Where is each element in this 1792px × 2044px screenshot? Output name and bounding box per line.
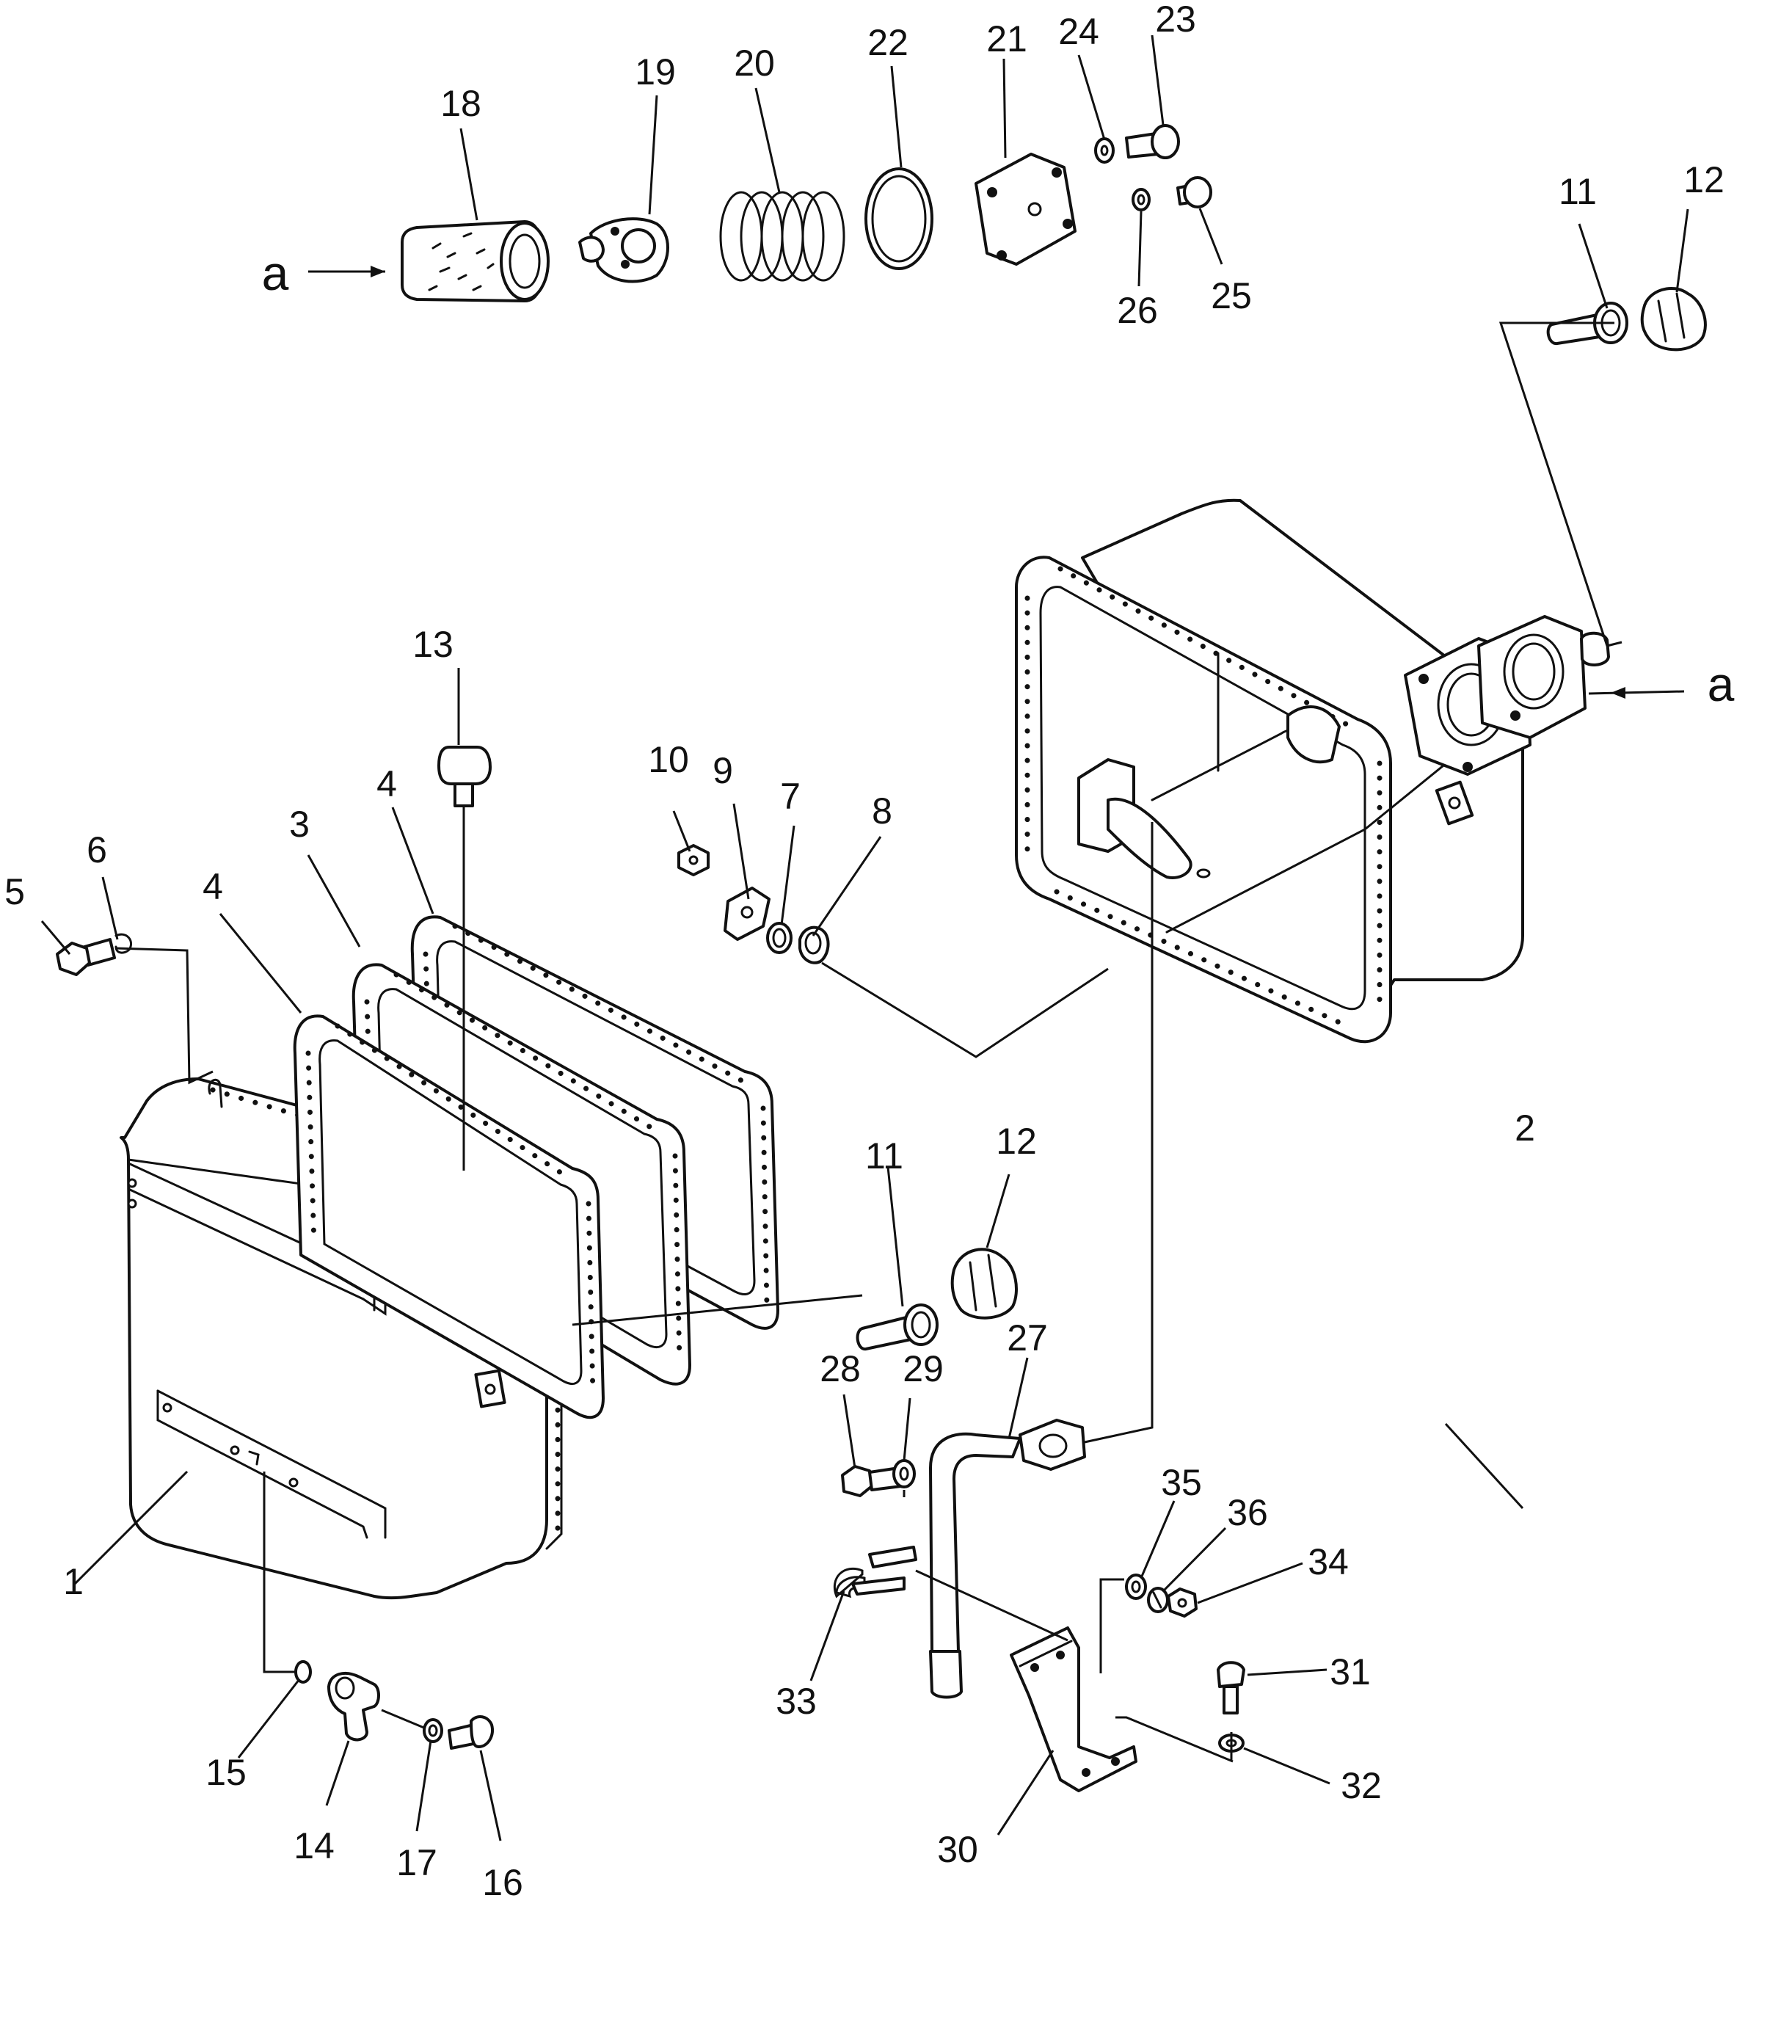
callout-22: 22 [867, 22, 908, 63]
callout-2: 2 [1515, 1108, 1535, 1149]
callout-8: 8 [872, 790, 892, 832]
u-bolt-33 [833, 1546, 917, 1599]
bolt-5 [56, 938, 116, 976]
nut-10 [677, 844, 710, 876]
elbow-14 [327, 1671, 380, 1742]
callout-17: 17 [396, 1842, 437, 1883]
bolt-23 [1125, 124, 1180, 159]
callout-3: 3 [289, 804, 310, 845]
bushing-8 [798, 925, 830, 964]
ring-7 [766, 922, 793, 954]
callout-4-front: 4 [203, 866, 223, 907]
callout-32: 32 [1341, 1765, 1382, 1806]
gasket-4-front [293, 1014, 605, 1419]
callout-21: 21 [986, 18, 1027, 59]
callout-11-upper: 11 [1559, 171, 1597, 212]
bolt-16 [448, 1715, 494, 1750]
cap-12-lower [950, 1248, 1018, 1320]
callout-12-lower: 12 [996, 1121, 1037, 1162]
callout-29: 29 [903, 1348, 944, 1389]
bolt-28 [841, 1465, 903, 1497]
callout-6: 6 [87, 829, 107, 870]
connector-a-left: a [262, 246, 289, 300]
cover-21 [975, 153, 1077, 266]
callout-27: 27 [1007, 1317, 1048, 1359]
washer-24 [1094, 137, 1115, 164]
callout-10: 10 [648, 739, 689, 780]
callout-5: 5 [4, 871, 25, 912]
washer-36 [1147, 1587, 1169, 1613]
callout-19: 19 [635, 51, 676, 92]
callout-leaders [40, 34, 1689, 1841]
callout-34: 34 [1308, 1541, 1349, 1582]
plate-9 [724, 887, 771, 941]
nut-34 [1167, 1587, 1198, 1618]
callout-13: 13 [412, 624, 454, 665]
callout-16: 16 [482, 1862, 523, 1903]
callout-24: 24 [1058, 11, 1099, 52]
spring-20 [719, 191, 845, 282]
strainer-11-lower [856, 1303, 939, 1350]
callout-30: 30 [937, 1829, 978, 1870]
plug-25 [1176, 176, 1212, 208]
ring-17 [423, 1718, 443, 1743]
bracket-30 [1010, 1626, 1137, 1792]
callout-20: 20 [734, 43, 775, 84]
callout-11-lower: 11 [865, 1135, 903, 1176]
callout-4-rear: 4 [376, 763, 397, 804]
callout-1: 1 [63, 1561, 84, 1602]
callout-23: 23 [1155, 0, 1196, 40]
callout-35: 35 [1161, 1462, 1202, 1503]
valve-19 [578, 217, 669, 283]
callout-26: 26 [1117, 290, 1158, 331]
callout-14: 14 [294, 1825, 335, 1866]
assembly-lines [115, 266, 1685, 1763]
callout-28: 28 [820, 1348, 861, 1389]
bolt-31 [1217, 1661, 1245, 1714]
callout-31: 31 [1330, 1651, 1371, 1692]
tank-rear-part [1015, 498, 1610, 1044]
callout-labels: 1 2 3 4 4 5 6 7 8 9 10 11 12 11 12 13 14… [4, 0, 1735, 1903]
washer-6 [114, 933, 133, 954]
pipe-27 [929, 1419, 1086, 1699]
cap-12-upper [1640, 286, 1707, 352]
washer-35 [1125, 1574, 1147, 1600]
callout-25: 25 [1211, 275, 1252, 316]
connector-a-right: a [1708, 657, 1735, 711]
washer-26 [1132, 188, 1151, 211]
o-ring-22 [864, 167, 933, 270]
callout-33: 33 [776, 1681, 817, 1722]
breather-13 [437, 746, 492, 1171]
callout-7: 7 [780, 776, 801, 817]
callout-36: 36 [1227, 1492, 1268, 1533]
washer-29 [892, 1459, 916, 1488]
callout-12-upper: 12 [1683, 159, 1724, 200]
callout-9: 9 [713, 750, 733, 791]
ring-15 [294, 1660, 312, 1684]
filter-element-18 [401, 220, 550, 302]
callout-15: 15 [205, 1752, 247, 1793]
callout-18: 18 [440, 83, 481, 124]
